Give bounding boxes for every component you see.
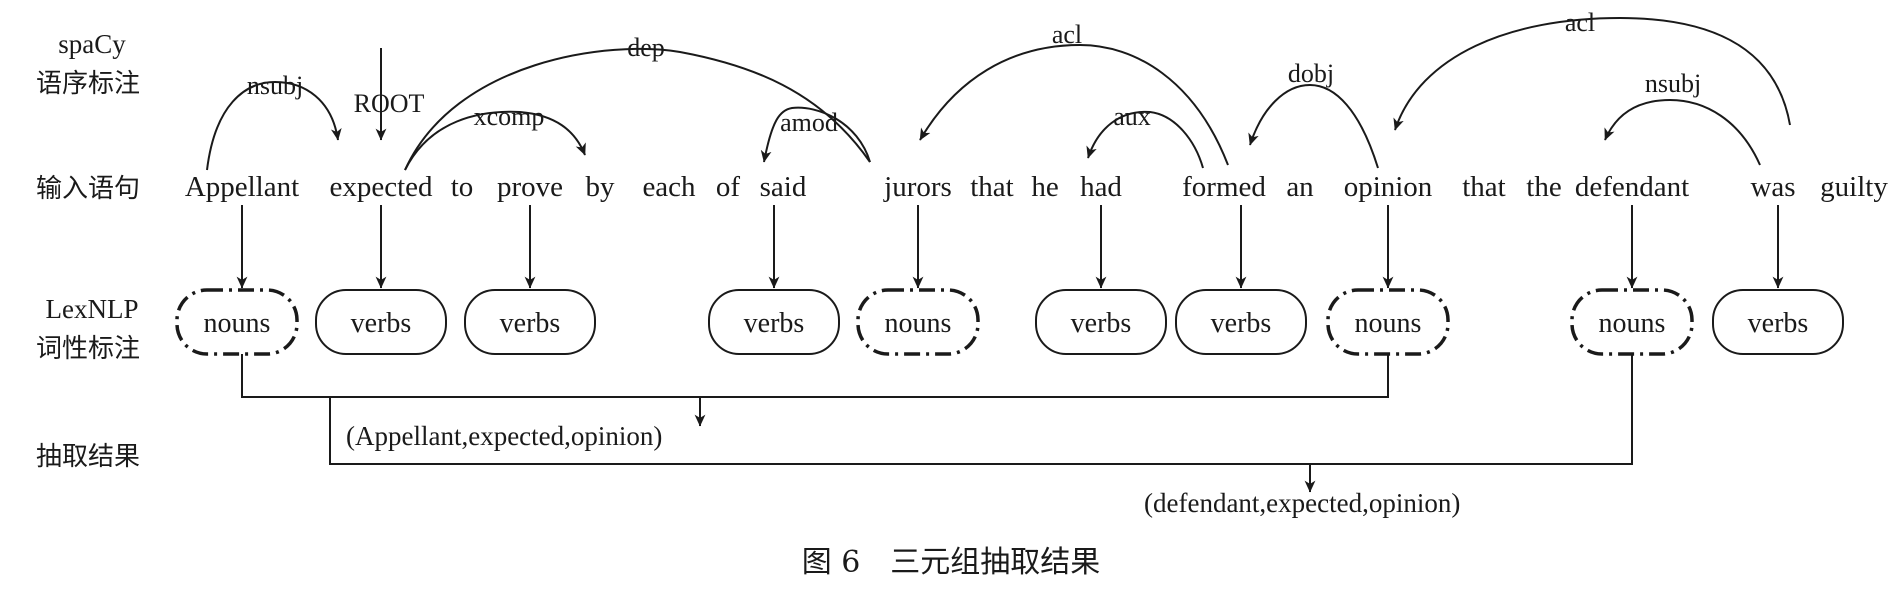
sentence-word: to — [451, 171, 474, 203]
pos-tag-box-verb — [1712, 289, 1844, 355]
dep-label: dep — [627, 33, 665, 62]
sentence-word: an — [1286, 171, 1314, 203]
pos-tag-label: verbs — [1211, 308, 1272, 339]
spacy-sublabel: 语序标注 — [36, 69, 140, 99]
arc-acl-1 — [919, 43, 1229, 166]
sentence-word: of — [716, 171, 741, 203]
dep-label: aux — [1113, 102, 1151, 131]
extraction-result-1: (Appellant,expected,opinion) — [346, 421, 662, 451]
sentence-word: had — [1080, 171, 1122, 203]
dep-label: ROOT — [354, 89, 425, 118]
sentence-word: defendant — [1575, 171, 1689, 203]
pos-tag-label: nouns — [1355, 308, 1422, 339]
pos-tag-box-verb — [315, 289, 447, 355]
dependency-labels: nsubj ROOT xcomp dep amod acl aux dobj a… — [247, 8, 1701, 137]
pos-tag-box-noun — [175, 288, 299, 356]
dep-label: acl — [1052, 20, 1082, 49]
dep-label: xcomp — [474, 102, 545, 131]
pos-tag-box-verb — [1035, 289, 1167, 355]
arc-dobj — [1248, 83, 1379, 169]
arc-nsubj-1 — [206, 80, 342, 171]
lexnlp-label: LexNLP — [46, 294, 139, 324]
sentence-word: the — [1526, 171, 1561, 203]
pos-tag-box-verb — [708, 289, 840, 355]
pos-tag-box-verb — [464, 289, 596, 355]
connector-triple-2 — [329, 354, 1633, 465]
pos-tag-labels: nouns verbs verbs verbs nouns verbs verb… — [204, 308, 1809, 339]
sentence-word: formed — [1182, 171, 1266, 203]
pos-tag-label: nouns — [885, 308, 952, 339]
sentence-word: was — [1750, 171, 1795, 203]
pos-tag-label: nouns — [1599, 308, 1666, 339]
dependency-arcs — [206, 16, 1791, 171]
input-sentence: Appellant expected to prove by each of s… — [185, 171, 1889, 203]
input-sentence-label: 输入语句 — [36, 174, 140, 204]
extraction-connectors — [241, 354, 1633, 493]
pos-tag-label: verbs — [351, 308, 412, 339]
pos-tag-label: verbs — [500, 308, 561, 339]
pos-tag-label: verbs — [1748, 308, 1809, 339]
sentence-word: Appellant — [185, 171, 299, 203]
connector-triple-1 — [241, 354, 1389, 398]
arc-amod — [760, 106, 871, 163]
pos-tag-label: verbs — [744, 308, 805, 339]
spacy-label: spaCy — [58, 29, 126, 59]
pos-tag-box-noun — [856, 288, 980, 356]
arc-nsubj-2 — [1604, 98, 1761, 166]
dep-label: acl — [1565, 8, 1595, 37]
figure-caption: 图 6 三元组抽取结果 — [802, 545, 1101, 580]
lexnlp-sublabel: 词性标注 — [36, 334, 140, 364]
extraction-result-2: (defendant,expected,opinion) — [1144, 488, 1460, 518]
sentence-word: jurors — [883, 171, 952, 203]
arc-dep — [404, 47, 871, 171]
dep-label: nsubj — [1645, 69, 1701, 98]
sentence-word: that — [970, 171, 1014, 203]
sentence-word: guilty — [1820, 171, 1888, 203]
dep-label: dobj — [1288, 59, 1334, 88]
tag-arrows — [236, 205, 1784, 289]
sentence-word: said — [760, 171, 807, 203]
pos-tag-label: verbs — [1071, 308, 1132, 339]
arc-xcomp — [404, 110, 586, 171]
arc-acl-2 — [1393, 16, 1791, 131]
sentence-word: expected — [329, 171, 433, 203]
dep-label: amod — [780, 108, 838, 137]
sentence-word: each — [642, 171, 696, 203]
sentence-word: by — [586, 171, 616, 203]
arc-aux — [1086, 110, 1204, 169]
sentence-word: that — [1462, 171, 1506, 203]
sentence-word: opinion — [1344, 171, 1433, 203]
sentence-word: prove — [497, 171, 563, 203]
pos-tag-label: nouns — [204, 308, 271, 339]
pos-tag-box-verb — [1175, 289, 1307, 355]
sentence-word: he — [1031, 171, 1058, 203]
dep-label: nsubj — [247, 71, 303, 100]
extraction-result-label: 抽取结果 — [36, 442, 140, 472]
pos-tag-boxes — [175, 288, 1844, 356]
